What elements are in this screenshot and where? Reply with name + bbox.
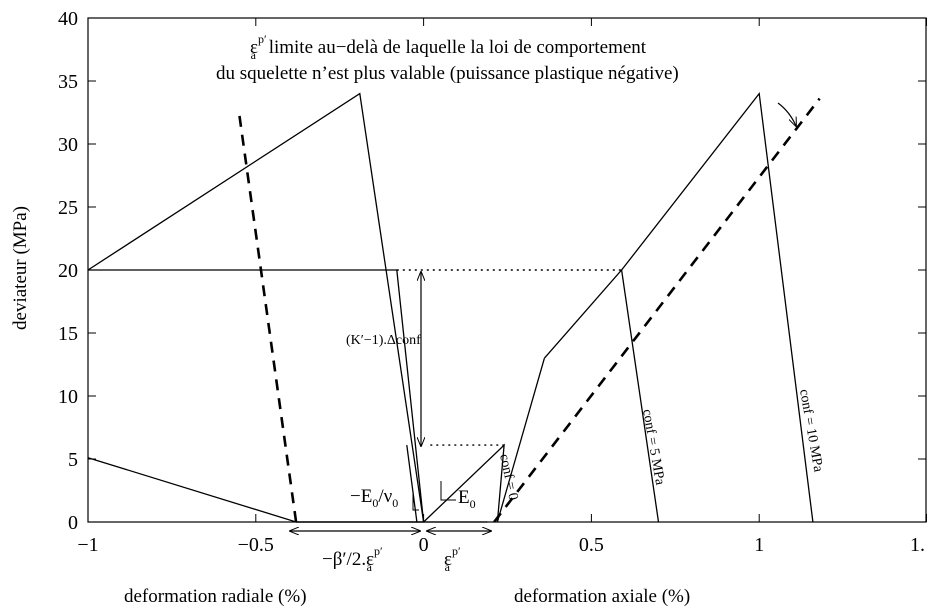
svg-text:εp′a limite au−delà de laquell: εp′a limite au−delà de laquelle la loi d… [250, 32, 647, 62]
x-tick-label: 1. [910, 534, 925, 556]
limit-eps-symbol: ε [250, 37, 258, 58]
conf10-label: conf = 10 MPa [796, 388, 825, 474]
solid-series-line [88, 269, 425, 523]
y-tick-label: 0 [68, 512, 78, 534]
k-conf-label: (K′−1).Δconf [346, 333, 421, 348]
limit-eps-sub: a [251, 48, 257, 62]
limit-eps-sup: p′ [258, 32, 267, 46]
dashed-limit-line [493, 97, 821, 523]
solid-series-line [543, 268, 660, 523]
solid-series-line [423, 358, 546, 523]
limit-pointer-arrow [777, 102, 796, 126]
solid-series-line [406, 445, 418, 523]
y-tick-label: 20 [58, 260, 78, 282]
limit-line2: du squelette n’est plus valable (puissan… [216, 63, 679, 84]
x-axis-title-radial: deformation radiale (%) [124, 586, 307, 607]
x-tick-label: 1 [754, 534, 764, 556]
y-tick-label: 35 [58, 71, 78, 93]
y-tick-label: 25 [58, 197, 78, 219]
axis-ticks: −1 −0.5 0 0.5 1 1. 0 5 10 15 20 25 30 35 40 [58, 8, 927, 556]
y-tick-label: 10 [58, 386, 78, 408]
beta-label: −β′/2.εp′a [322, 544, 383, 574]
x-tick-label: −1 [77, 534, 98, 556]
y-tick-label: 5 [68, 449, 78, 471]
solid-series-line [87, 457, 424, 523]
x-axis-title-axial: deformation axiale (%) [514, 586, 690, 607]
solid-series-line [621, 91, 814, 523]
slope-triangle-right [440, 481, 456, 501]
x-tick-label: −0.5 [238, 534, 274, 556]
limit-line1: limite au−delà de laquelle la loi de com… [264, 37, 647, 58]
x-tick-label: 0.5 [579, 534, 604, 556]
dashed-limit-line [237, 112, 298, 523]
y-tick-label: 15 [58, 323, 78, 345]
y-tick-label: 30 [58, 134, 78, 156]
y-tick-label: 40 [58, 8, 78, 30]
x-tick-label: 0 [419, 534, 429, 556]
slope-triangle-left [412, 491, 419, 511]
conf5-label: conf = 5 MPa [639, 408, 667, 487]
solid-series-line [87, 92, 425, 523]
eps-label: εp′a [444, 544, 461, 574]
series-lines [87, 91, 821, 523]
e0-label: E0 [458, 487, 476, 511]
limit-annotation: εp′a limite au−delà de laquelle la loi d… [216, 32, 796, 126]
y-axis-title: deviateur (MPa) [10, 206, 31, 330]
e0-nu0-label: −E0/ν0 [350, 486, 398, 510]
